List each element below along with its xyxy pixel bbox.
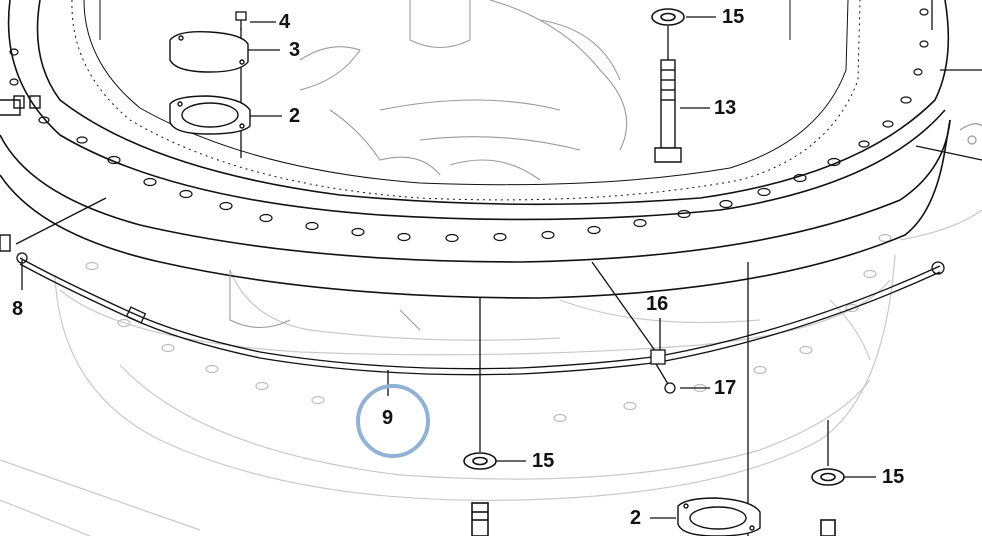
gasket-2-top (169, 95, 251, 135)
drive-housing-outline (0, 209, 982, 536)
flange-holes (85, 233, 892, 423)
washer-15-right (811, 468, 845, 536)
callout-13: 13 (714, 97, 737, 119)
callout-4: 4 (279, 11, 291, 33)
callout-15-mid: 15 (532, 450, 555, 472)
highlight-circle (356, 384, 430, 458)
right-hardware (959, 123, 982, 145)
callout-2-bottom: 2 (630, 507, 642, 529)
screw-4 (235, 11, 247, 30)
slewing-ring (0, 0, 951, 299)
callout-3: 3 (289, 39, 301, 61)
lubrication-pipe (16, 252, 945, 376)
washer-15-mid (463, 452, 497, 536)
interior-components (229, 0, 628, 331)
callout-2-top: 2 (289, 105, 301, 127)
gasket-2-bottom (677, 497, 761, 536)
pipe-clamp (650, 349, 676, 394)
cover-plate-3 (169, 30, 249, 73)
callout-8: 8 (12, 298, 24, 320)
callout-15-top: 15 (722, 6, 745, 28)
washer-15-top (651, 8, 685, 26)
callout-16: 16 (646, 293, 669, 315)
callout-15-right: 15 (882, 466, 905, 488)
left-connector (0, 95, 41, 252)
ring-bolt-holes (9, 8, 929, 243)
leader-lines (15, 0, 982, 536)
callout-17: 17 (714, 377, 737, 399)
bolt-13 (654, 59, 682, 163)
callout-9: 9 (382, 407, 394, 429)
gear-teeth (71, 0, 861, 201)
